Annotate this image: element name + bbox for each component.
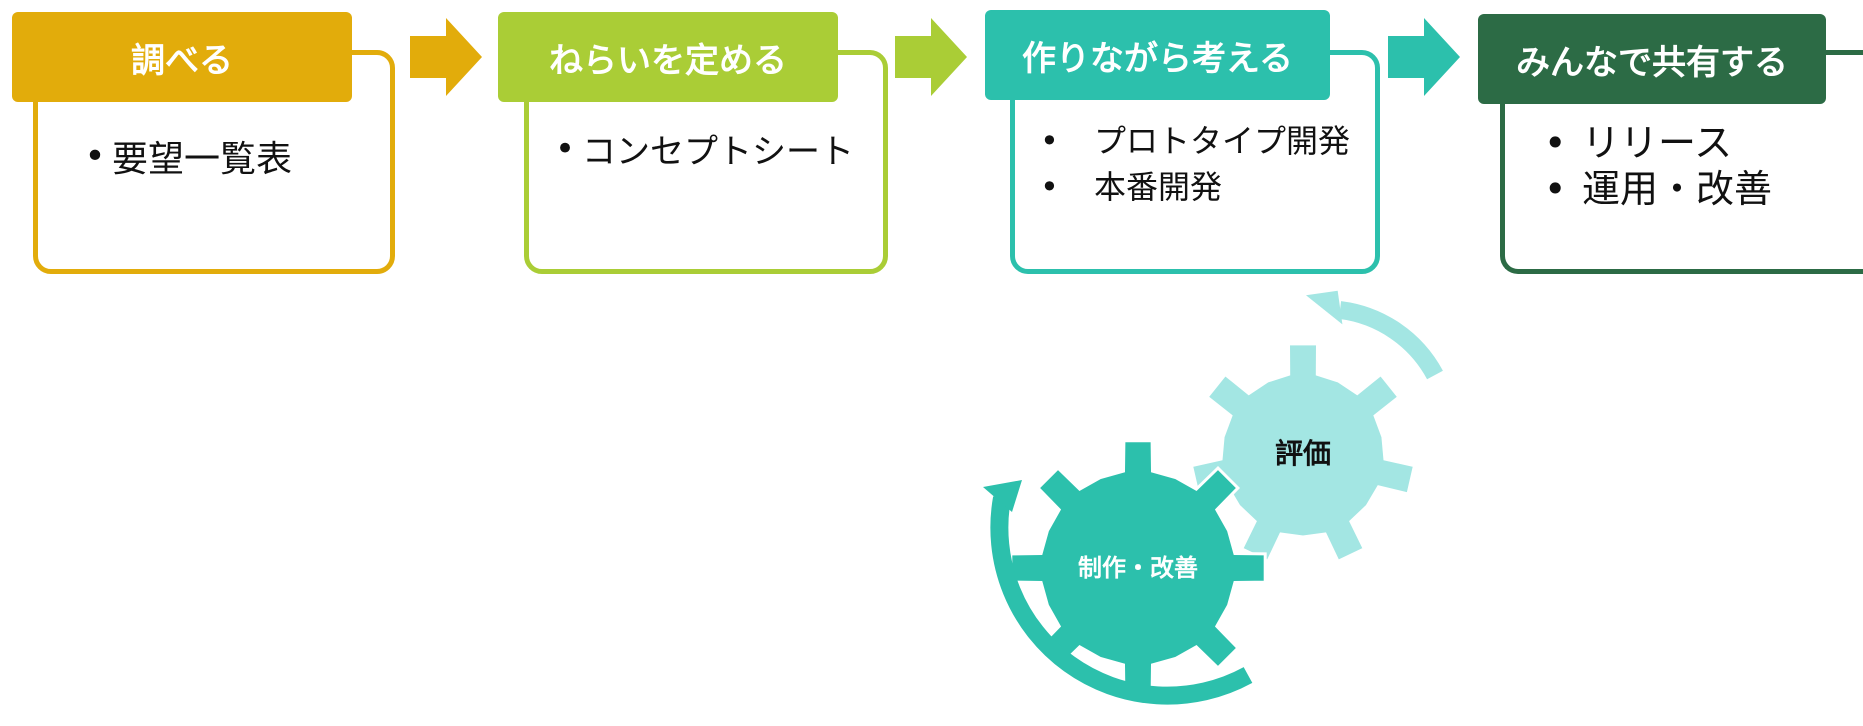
cycle-arrow-large-icon — [990, 496, 1253, 705]
stage-research-header: 調べる — [12, 12, 352, 102]
list-item: • コンセプトシート — [548, 124, 854, 173]
bullet-icon: • — [1544, 167, 1567, 211]
bullet-icon: • — [554, 128, 576, 169]
stage-share-items: • リリース • 運用・改善 — [1544, 120, 1772, 212]
list-item: • リリース — [1544, 120, 1772, 166]
stage-target-items: • コンセプトシート — [548, 124, 854, 173]
list-item: • プロトタイプ開発 — [1040, 118, 1350, 164]
gear-evaluation-icon — [1189, 342, 1417, 564]
list-item: • 本番開発 — [1040, 164, 1350, 210]
list-item-text: 要望一覧表 — [112, 139, 293, 180]
arrow-right-icon — [1388, 18, 1460, 96]
bullet-icon: • — [1040, 168, 1059, 206]
stage-share-header: みんなで共有する — [1478, 14, 1826, 104]
bullet-icon: • — [84, 135, 106, 177]
stage-build-header: 作りながら考える — [985, 10, 1330, 100]
arrow-right-icon — [410, 18, 482, 96]
cycle-arrow-small-icon — [1338, 301, 1443, 380]
cycle-arrowhead-large-icon — [983, 480, 1022, 512]
list-item: • 要望一覧表 — [78, 130, 292, 182]
list-item-text: 運用・改善 — [1582, 167, 1773, 211]
bullet-icon: • — [1040, 122, 1059, 160]
stage-target-header: ねらいを定める — [498, 12, 838, 102]
gear-production-icon — [1009, 439, 1267, 697]
stage-build-items: • プロトタイプ開発 • 本番開発 — [1040, 118, 1350, 210]
list-item-text: プロトタイプ開発 — [1094, 122, 1351, 160]
list-item: • 運用・改善 — [1544, 166, 1772, 212]
list-item-text: コンセプトシート — [582, 132, 854, 172]
gear-production-label: 制作・改善 — [1078, 554, 1198, 582]
bullet-icon: • — [1544, 121, 1567, 165]
cycle-arrowhead-small-icon — [1305, 290, 1343, 325]
stage-research-items: • 要望一覧表 — [78, 130, 292, 182]
list-item-text: 本番開発 — [1094, 168, 1223, 206]
arrow-right-icon — [895, 18, 967, 96]
list-item-text: リリース — [1582, 121, 1733, 165]
gear-evaluation-label: 評価 — [1275, 437, 1331, 470]
